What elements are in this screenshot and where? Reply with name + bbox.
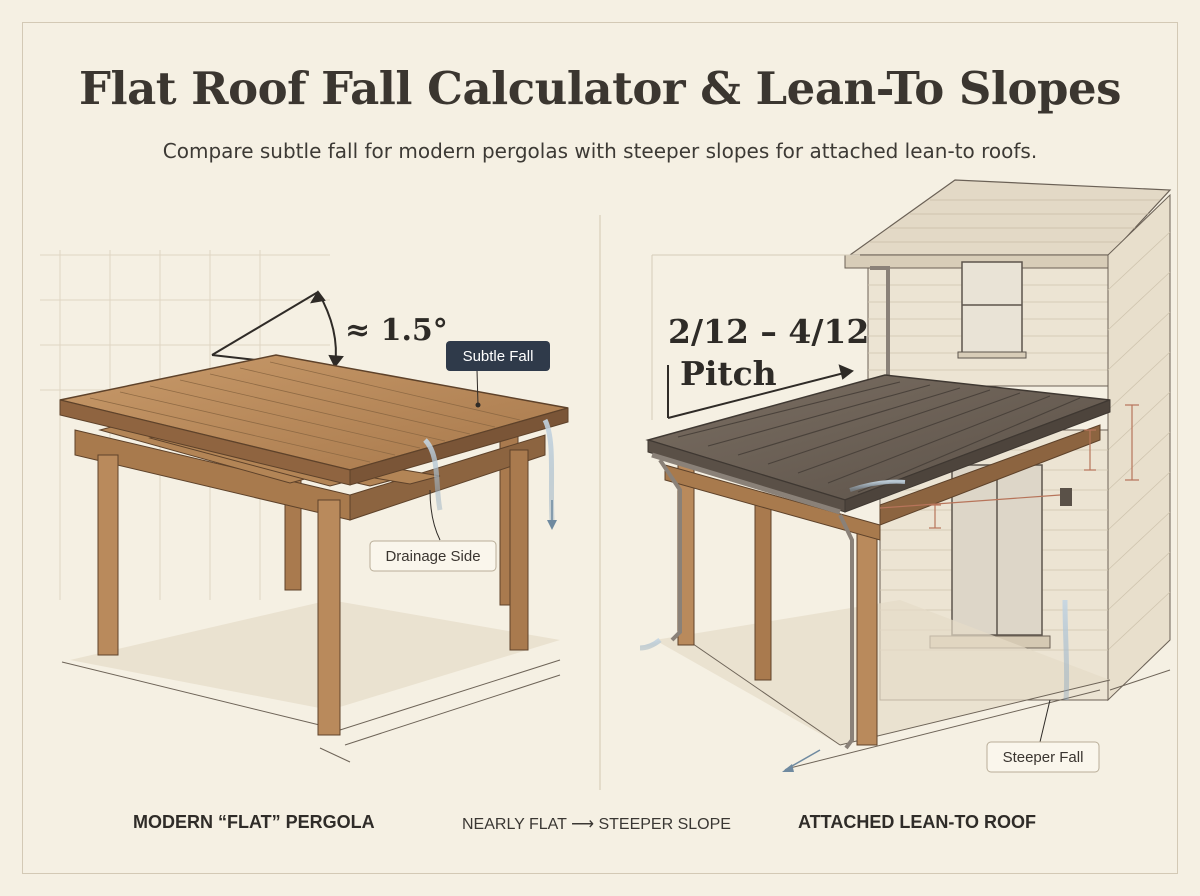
- deck-boards: [89, 361, 521, 463]
- drainage-side-tag: Drainage Side: [369, 540, 497, 572]
- drainage-water: [423, 418, 557, 530]
- angle-label: ≈ 1.5°: [345, 313, 448, 348]
- house-side-wall: [1107, 193, 1171, 702]
- pitch-word-label: Pitch: [680, 354, 777, 393]
- dimension-markers: [879, 404, 1139, 529]
- outer-frame: [22, 22, 1178, 874]
- front-right-post: [317, 499, 341, 736]
- subtle-fall-label: Subtle Fall: [463, 348, 534, 365]
- lean-to-illustration: 2/12 – 4/12 Pitch Steeper Fall: [639, 179, 1172, 773]
- pitch-arrow: [667, 364, 854, 419]
- subtle-fall-badge: Subtle Fall: [446, 341, 550, 371]
- page-subtitle: Compare subtle fall for modern pergolas …: [162, 139, 1038, 163]
- front-left-post: [97, 454, 119, 656]
- roof-ribs: [677, 381, 1081, 493]
- floor-dimension-lines: [61, 659, 561, 763]
- drainage-side-label: Drainage Side: [385, 548, 480, 565]
- left-caption: MODERN “FLAT” PERGOLA: [133, 812, 375, 832]
- front-downpipe: [838, 514, 854, 750]
- page-title: Flat Roof Fall Calculator & Lean-To Slop…: [79, 62, 1121, 115]
- upper-window: [957, 261, 1027, 359]
- left-downpipe: [658, 458, 682, 642]
- pitch-range-label: 2/12 – 4/12: [668, 312, 869, 351]
- middle-caption: NEARLY FLAT ⟶ STEEPER SLOPE: [462, 816, 731, 833]
- lean-to-front-post: [856, 529, 878, 746]
- pergola-illustration: ≈ 1.5°: [40, 250, 569, 763]
- steeper-fall-label: Steeper Fall: [1003, 749, 1084, 766]
- steeper-fall-tag: Steeper Fall: [986, 741, 1100, 773]
- right-caption: ATTACHED LEAN-TO ROOF: [798, 812, 1036, 832]
- lean-to-water: [639, 479, 1070, 772]
